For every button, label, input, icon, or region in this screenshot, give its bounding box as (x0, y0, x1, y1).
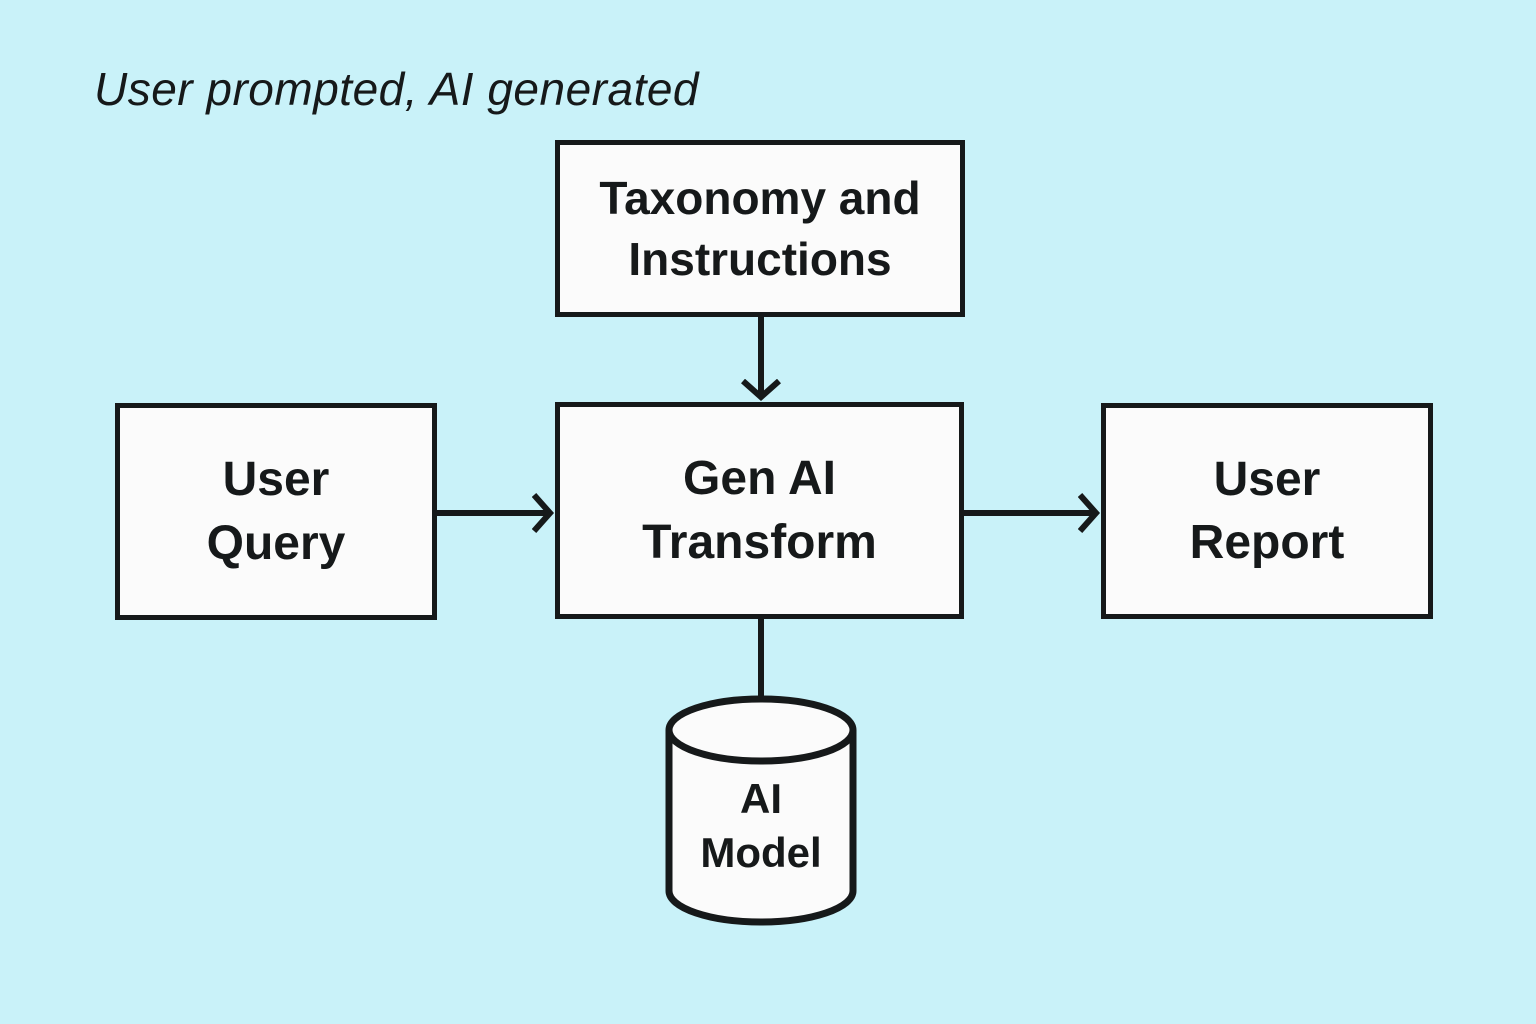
ai-model-cylinder-top (665, 695, 857, 765)
node-ai-model-label: AI Model (700, 775, 822, 876)
node-gen-ai-transform: Gen AI Transform (555, 402, 964, 619)
node-user-query: User Query (115, 403, 437, 620)
node-user-report: User Report (1101, 403, 1433, 619)
diagram-title: User prompted, AI generated (94, 63, 700, 115)
node-taxonomy-instructions: Taxonomy and Instructions (555, 140, 965, 317)
node-gen-ai-transform-label: Gen AI Transform (642, 452, 877, 569)
node-user-query-label: User Query (206, 453, 346, 570)
node-user-report-label: User Report (1189, 452, 1345, 569)
node-taxonomy-instructions-label: Taxonomy and Instructions (599, 171, 921, 285)
